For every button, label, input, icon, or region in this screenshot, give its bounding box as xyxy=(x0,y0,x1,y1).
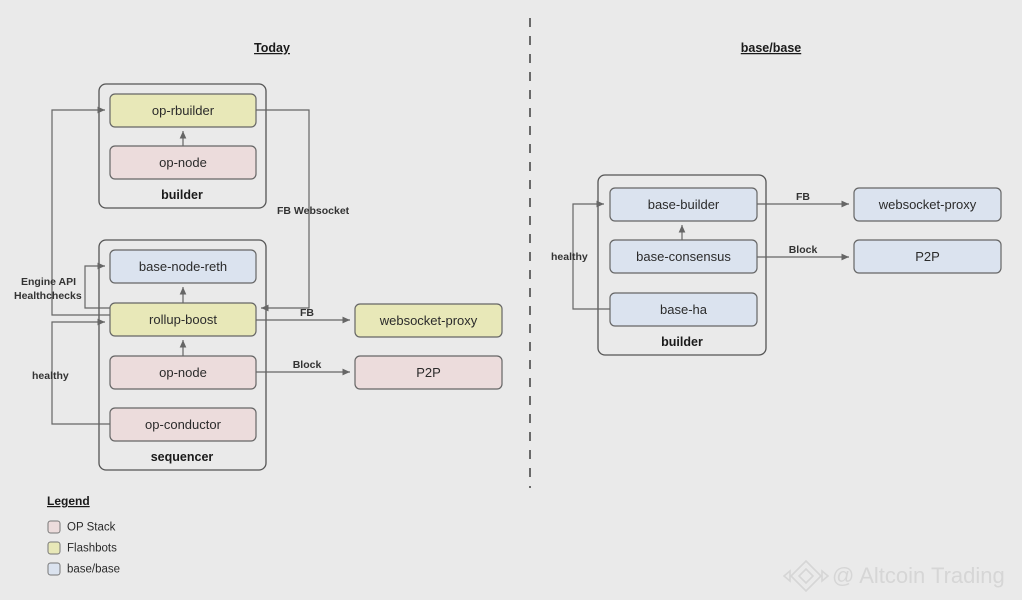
legend: Legend OP Stack Flashbots base/base xyxy=(47,494,120,576)
group-sequencer-label: sequencer xyxy=(151,450,214,464)
edge-rollupboost-to-basenodereth xyxy=(84,262,110,309)
legend-item-op-stack: OP Stack xyxy=(47,520,116,534)
edge-label-engine-api: Engine API xyxy=(21,276,76,288)
node-op-node-sequencer[interactable]: op-node xyxy=(109,355,257,390)
node-op-rbuilder-label: op-rbuilder xyxy=(152,103,215,118)
diamond-logo-icon xyxy=(782,559,830,593)
group-builder-left-label: builder xyxy=(161,188,203,202)
watermark: @ Altcoin Trading xyxy=(782,559,1005,593)
edge-healthy-left xyxy=(51,318,110,425)
edge-fb-websocket xyxy=(256,109,310,312)
legend-label-base-base: base/base xyxy=(67,564,120,576)
node-base-node-reth-label: base-node-reth xyxy=(139,259,227,274)
node-base-consensus-label: base-consensus xyxy=(636,249,731,264)
node-op-node-sequencer-label: op-node xyxy=(159,365,207,380)
edge-label-healthchecks: Healthchecks xyxy=(14,290,82,302)
group-builder-right xyxy=(597,174,767,356)
node-p2p-right[interactable]: P2P xyxy=(853,239,1002,274)
legend-swatch-flashbots xyxy=(47,541,61,555)
node-base-consensus[interactable]: base-consensus xyxy=(609,239,758,274)
edge-label-fb-right: FB xyxy=(796,191,810,203)
edge-label-block-left: Block xyxy=(293,359,322,371)
node-p2p-left-label: P2P xyxy=(416,365,441,380)
node-op-node-builder[interactable]: op-node xyxy=(109,145,257,180)
edge-engine-api xyxy=(51,106,110,316)
node-websocket-proxy-right[interactable]: websocket-proxy xyxy=(853,187,1002,222)
legend-item-flashbots: Flashbots xyxy=(47,541,117,555)
legend-item-base-base: base/base xyxy=(47,562,120,576)
legend-swatch-base-base xyxy=(47,562,61,576)
node-op-node-builder-label: op-node xyxy=(159,155,207,170)
legend-title: Legend xyxy=(47,494,90,508)
node-op-rbuilder[interactable]: op-rbuilder xyxy=(109,93,257,128)
node-p2p-left[interactable]: P2P xyxy=(354,355,503,390)
node-p2p-right-label: P2P xyxy=(915,249,940,264)
edge-label-healthy-left: healthy xyxy=(32,370,69,382)
legend-swatch-op-stack xyxy=(47,520,61,534)
node-websocket-proxy-right-label: websocket-proxy xyxy=(878,197,977,212)
node-websocket-proxy-left[interactable]: websocket-proxy xyxy=(354,303,503,338)
watermark-handle: @ Altcoin Trading xyxy=(832,563,1005,588)
group-builder-left xyxy=(98,83,267,209)
node-op-conductor-label: op-conductor xyxy=(145,417,222,432)
group-builder-right-label: builder xyxy=(661,335,703,349)
node-base-node-reth[interactable]: base-node-reth xyxy=(109,249,257,284)
edge-label-fb-left: FB xyxy=(300,307,314,319)
edge-label-healthy-right: healthy xyxy=(551,251,588,263)
edge-healthy-right xyxy=(572,200,610,310)
page-title-basebase: base/base xyxy=(741,41,802,55)
edge-label-block-right: Block xyxy=(789,244,818,256)
node-base-ha-label: base-ha xyxy=(660,302,708,317)
node-rollup-boost[interactable]: rollup-boost xyxy=(109,302,257,337)
node-base-builder-label: base-builder xyxy=(648,197,720,212)
edge-label-fb-websocket: FB Websocket xyxy=(277,205,350,217)
node-op-conductor[interactable]: op-conductor xyxy=(109,407,257,442)
legend-label-flashbots: Flashbots xyxy=(67,543,117,555)
legend-label-op-stack: OP Stack xyxy=(67,522,116,534)
node-websocket-proxy-left-label: websocket-proxy xyxy=(379,313,478,328)
page-title-today: Today xyxy=(254,41,290,55)
node-base-ha[interactable]: base-ha xyxy=(609,292,758,327)
node-base-builder[interactable]: base-builder xyxy=(609,187,758,222)
node-rollup-boost-label: rollup-boost xyxy=(149,312,217,327)
group-sequencer xyxy=(98,239,267,471)
